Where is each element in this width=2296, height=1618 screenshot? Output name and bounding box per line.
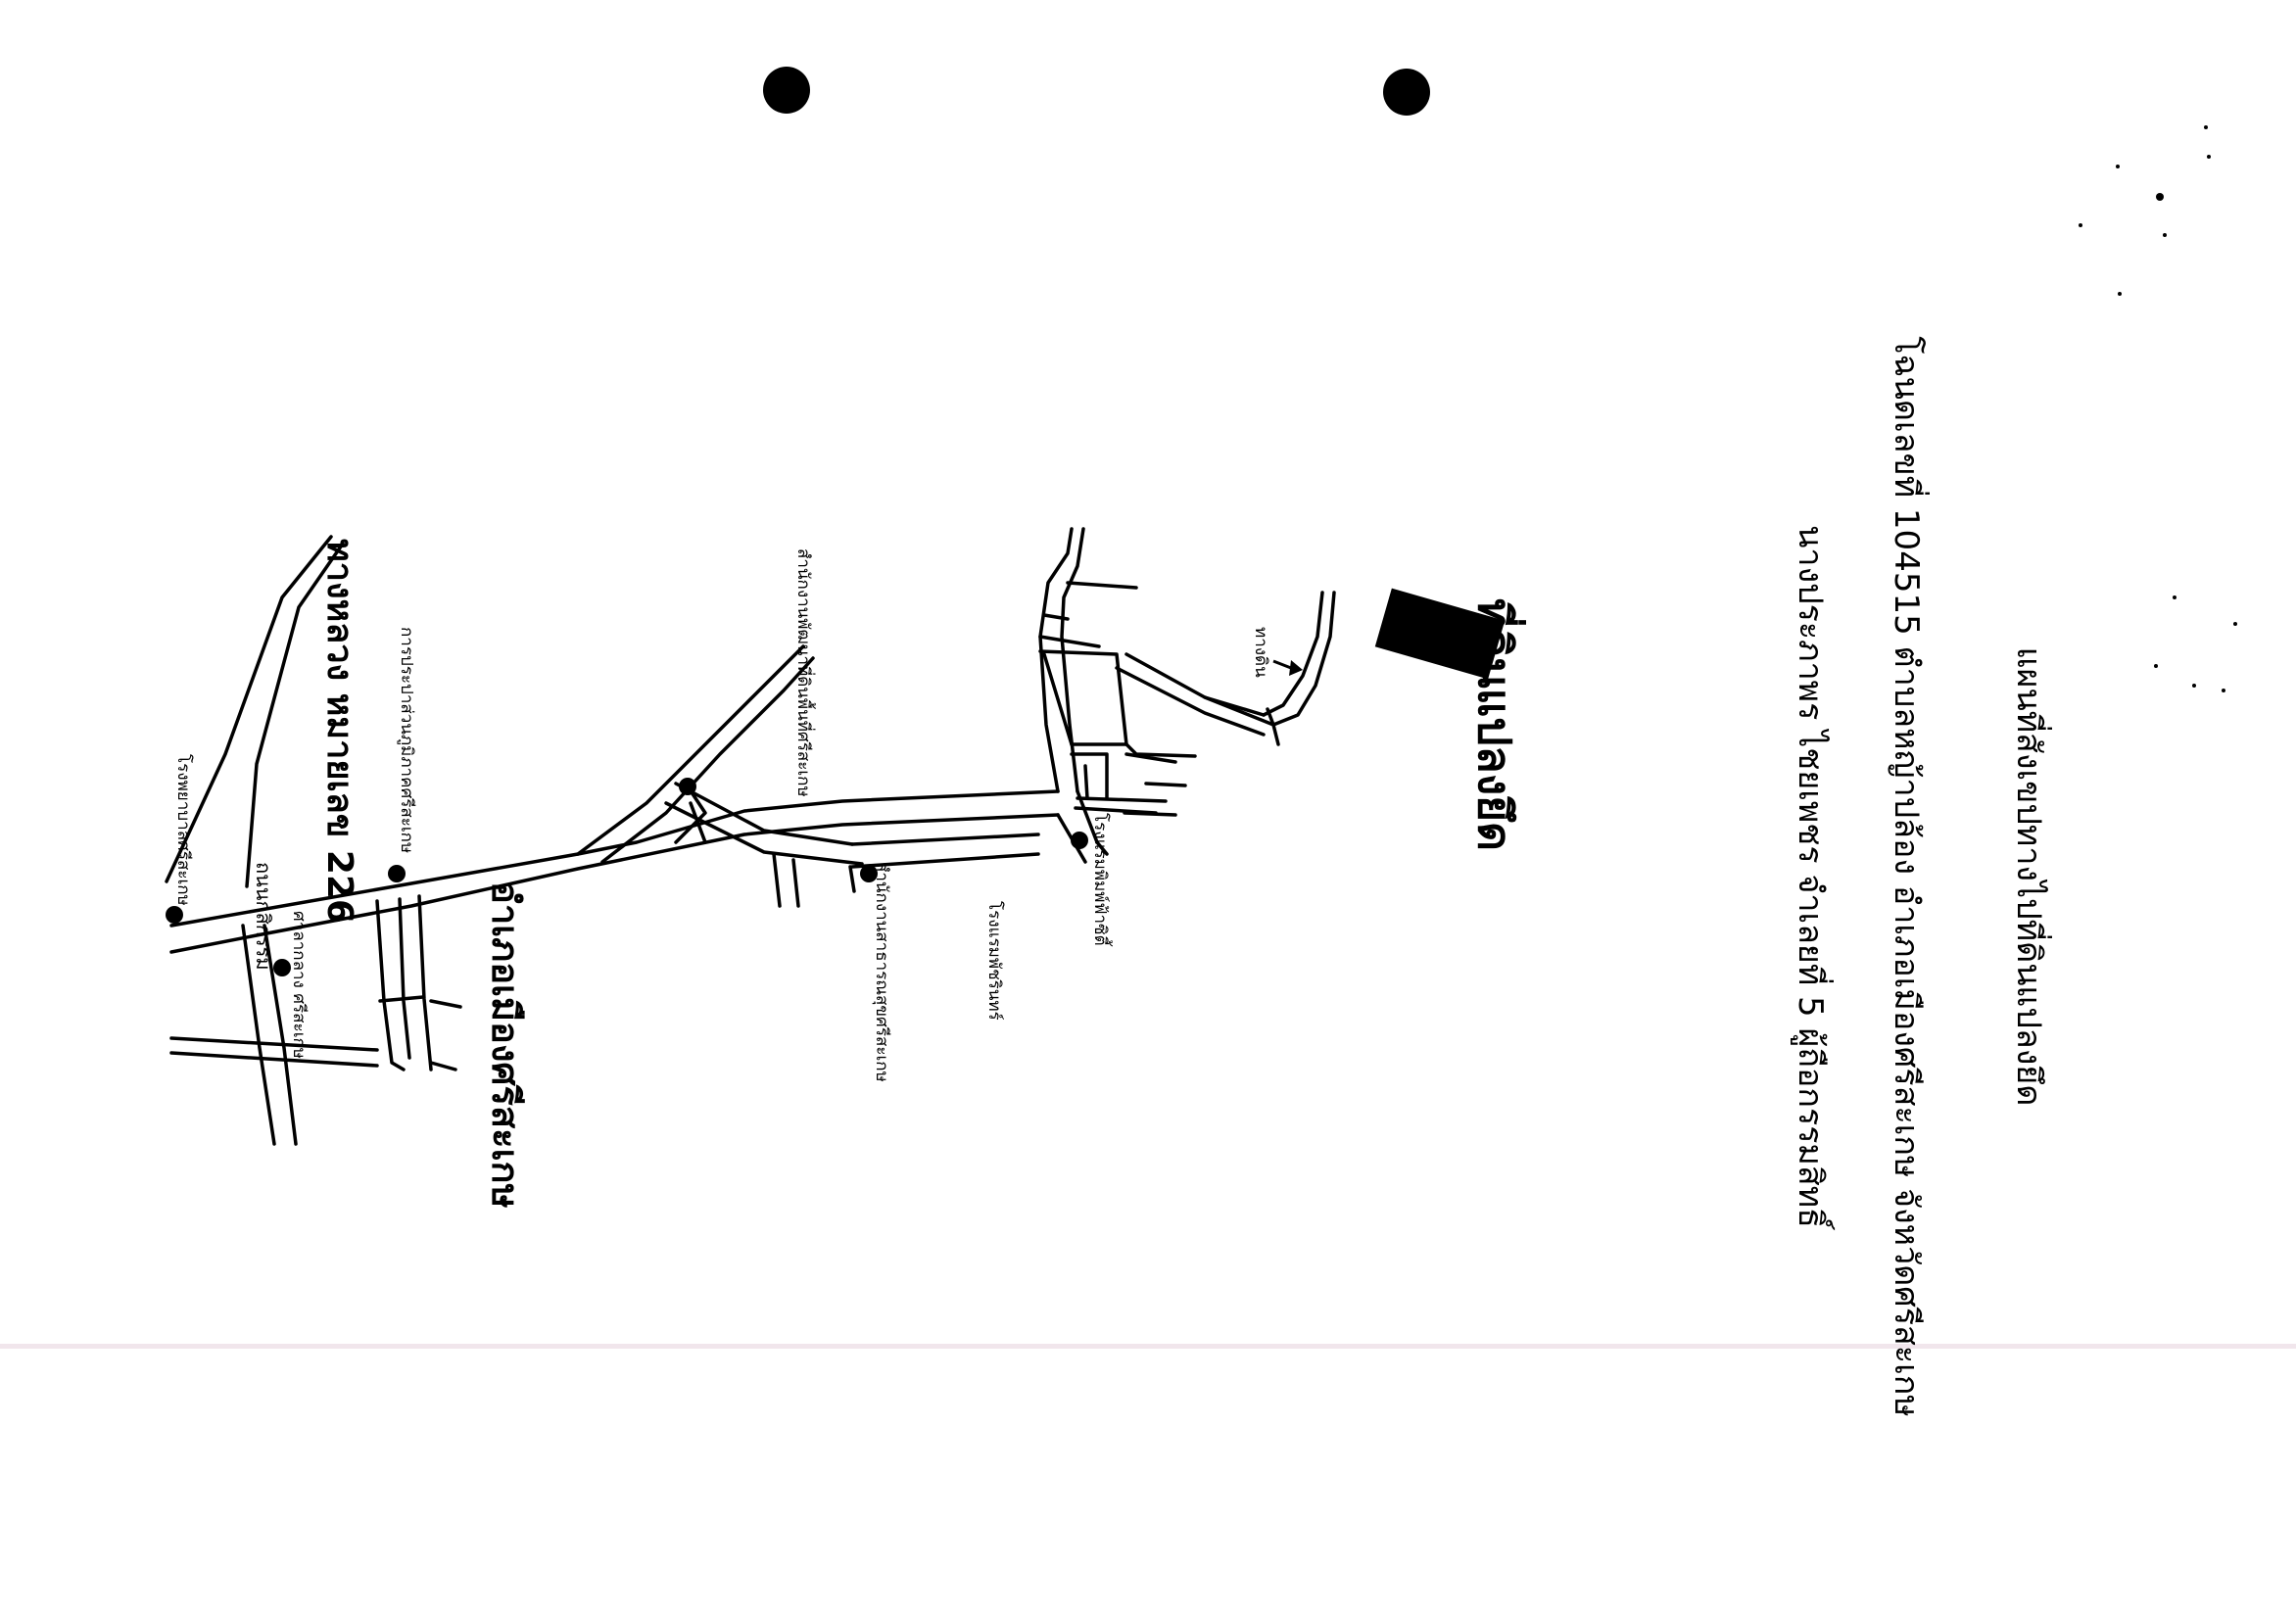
location-dot-icon: [1071, 832, 1088, 849]
branch-b: [664, 801, 864, 866]
east-block-1-diag: [1042, 652, 1074, 746]
parcel-label: ที่ดินแปลงยึด: [1468, 598, 1526, 851]
east-block-2: [1124, 652, 1280, 746]
block-right: [417, 894, 433, 1071]
scan-specks: [2079, 125, 2237, 692]
east-block-4-inner: [1083, 764, 1089, 800]
junction-stub-2: [689, 801, 707, 844]
dirt-road-west-edge: [1262, 591, 1324, 717]
arrow-icon: [1272, 659, 1303, 676]
branch-a: [674, 782, 854, 846]
east-block-7: [1144, 782, 1187, 787]
place-health-office: สำนักงานสาธารณสุขศรีสะเกษ: [872, 862, 891, 1082]
east-block-1: [1038, 649, 1128, 746]
block-left: [375, 899, 406, 1071]
place-land-development-office: สำนักงานพัฒนาที่ดินพื้นที่ศรีสะเกษ: [793, 548, 816, 797]
diagonal-road-a: [576, 644, 805, 856]
east-block-2-inner: [1115, 666, 1266, 737]
highway-226-left-edge: [165, 535, 333, 883]
location-dot-icon: [273, 959, 291, 976]
diagonal-road-b: [600, 656, 815, 864]
punch-hole-icon: [763, 67, 810, 114]
branch-stub-a: [772, 852, 782, 908]
block-mid: [378, 995, 425, 1003]
location-markers: [166, 778, 1088, 976]
highway-226-right-edge: [245, 542, 345, 888]
district-label: อำเภอเมืองศรีสะเกษ: [484, 881, 527, 1209]
dirt-road-cap: [1266, 707, 1275, 727]
cross-stub-2: [429, 1061, 457, 1071]
seized-parcel-block: [1374, 588, 1506, 680]
cross-street-2: [169, 1051, 379, 1068]
east-block-9: [1038, 635, 1101, 648]
east-block-6: [1124, 752, 1177, 764]
east-road-b: [850, 852, 1040, 869]
east-block-4: [1070, 752, 1109, 800]
cross-stub: [429, 999, 462, 1009]
dirt-road-link: [1203, 695, 1266, 717]
place-city-hall: ศาลากลาง ศรีสะเกษ: [289, 911, 309, 1059]
road-label: ถนนกสิกรรม: [252, 862, 275, 971]
place-hospital: โรงพยาบาลศรีสะเกษ: [173, 754, 194, 906]
location-dot-icon: [860, 865, 878, 882]
map-title-line-2: โฉนดเลขที่ 104515 ตำบลหญ้าปล้อง อำเภอเมื…: [1887, 336, 1930, 1416]
punch-hole-icon: [1383, 69, 1430, 116]
east-road-a: [850, 833, 1040, 846]
ns-road-east-edge: [1060, 527, 1085, 793]
location-dot-icon: [679, 778, 696, 795]
block-left-inner: [398, 897, 411, 1060]
location-dot-icon: [166, 906, 183, 924]
east-block-8: [1123, 811, 1177, 817]
east-block-5b: [1076, 796, 1168, 803]
dirt-road-east-edge: [1271, 591, 1336, 727]
main-road-north-edge: [169, 813, 1060, 954]
road-network: [165, 527, 1336, 1146]
district-road-b: [263, 924, 298, 1146]
main-road-south-edge: [169, 789, 1060, 928]
dirt-road-label: ทางดิน: [1251, 627, 1270, 678]
location-dot-icon: [388, 865, 406, 882]
east-block-11: [1066, 581, 1138, 590]
east-stub: [848, 865, 856, 893]
district-road-a: [241, 924, 276, 1146]
place-hotel-patcharin: โรงแรมพัชรินทร์: [984, 901, 1005, 1021]
branch-stub-b: [791, 858, 800, 908]
ns-road-west-edge: [1038, 527, 1074, 793]
east-block-10: [1042, 613, 1070, 621]
map-title-line-3: นางประภาพร ไชยเพชร จำเลยที่ 5 ผู้ถือกรรม…: [1791, 525, 1836, 1231]
place-waterworks: การประปาส่วนภูมิภาคศรีสะเกษ: [397, 627, 416, 853]
highway-label: ทางหลวง หมายเลข 226: [319, 539, 359, 924]
place-hotel-pimfah: โรงแรมพิมพ์ฟ้าซิตี้: [1090, 813, 1113, 947]
map-title-line-1: แผนที่สังเขปทางไปที่ดินแปลงยึด: [2009, 647, 2052, 1107]
scan-artifact-line: [0, 1344, 2296, 1349]
cross-street-1: [169, 1036, 379, 1052]
